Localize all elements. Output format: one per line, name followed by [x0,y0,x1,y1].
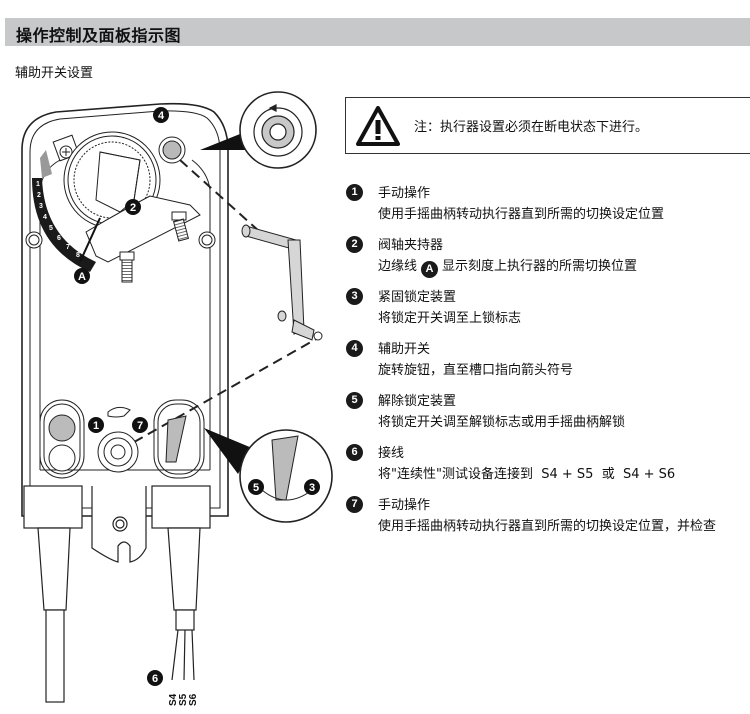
scale-mark: 6 [57,235,61,242]
wire-label-s5: S5 [178,693,189,706]
wire-labels: S4 S5 S6 [168,693,199,706]
item-title: 阀轴夹持器 [378,238,444,253]
list-item: 5 解除锁定装置 将锁定开关调至解锁标志或用手摇曲柄解锁 [346,390,750,442]
item-title: 手动操作 [378,186,431,201]
item-title: 解除锁定装置 [378,394,457,409]
item-number: 7 [346,496,363,513]
item-number: 2 [346,236,363,253]
clamp-bolt [119,211,190,283]
list-item: 1 手动操作 使用手摇曲柄转动执行器直到所需的切换设定位置 [346,182,750,234]
section-title-bar: 操作控制及面板指示图 [5,18,750,46]
callouts: 4 2 A 1 7 5 3 6 [74,107,320,686]
list-item: 4 辅助开关 旋转旋钮，直至槽口指向箭头符号 [346,338,750,390]
callout-2: 2 [130,202,136,214]
hand-crank [241,224,323,341]
scale-mark: 3 [39,203,43,210]
scale-mark: 5 [49,225,53,232]
lock-switch-zoom [239,429,333,523]
item-desc: 使用手摇曲柄转动执行器直到所需的切换设定位置，并检查 [378,519,717,534]
item-number: 6 [346,444,363,461]
manual-override-socket [97,431,139,473]
warning-text: 注：执行器设置必须在断电状态下进行。 [414,120,649,135]
aux-switch-zoom [239,91,317,169]
item-desc: 将"连续性"测试设备连接到 S4 + S5 或 S4 + S6 [378,467,676,482]
callout-7: 7 [137,420,143,432]
item-desc: 将锁定开关调至上锁标志 [378,311,522,326]
item-desc-post: 显示刻度上执行器的所需切换位置 [442,259,638,274]
item-title: 紧固锁定装置 [378,290,457,305]
item-number: 1 [346,184,363,201]
instruction-list: 1 手动操作 使用手摇曲柄转动执行器直到所需的切换设定位置 2 阀轴夹持器 边缘… [346,182,750,546]
aux-switch-knob [158,136,186,164]
actuator-base [23,485,211,563]
shaft-clamp [63,131,201,263]
item-title: 辅助开关 [378,342,431,357]
lower-panel [39,399,205,479]
scale-mark: 1 [36,181,40,188]
cable-left [37,527,71,703]
hand-icon [107,406,131,418]
callout-4: 4 [158,110,165,122]
scale-marks: 1 2 3 4 5 6 7 8 [36,181,80,259]
list-item: 6 接线 将"连续性"测试设备连接到 S4 + S5 或 S4 + S6 [346,442,750,494]
actuator-diagram: 1 2 3 4 5 6 7 8 [21,91,333,706]
mount-hole-left [25,231,43,249]
item-number: 5 [346,392,363,409]
callout-3: 3 [309,482,315,494]
wire-label-s6: S6 [188,693,199,706]
list-item: 3 紧固锁定装置 将锁定开关调至上锁标志 [346,286,750,338]
item-desc: 旋转旋钮，直至槽口指向箭头符号 [378,363,574,378]
scale-mark: 7 [66,244,70,251]
warning-triangle-icon [356,106,400,146]
callout-a: A [78,271,86,283]
scale-mark: 2 [37,192,41,199]
item-desc: 将锁定开关调至解锁标志或用手摇曲柄解锁 [378,415,626,430]
callout-6: 6 [152,673,158,685]
warning-note: 注：执行器设置必须在断电状态下进行。 [345,97,750,154]
section-subtitle: 辅助开关设置 [15,66,94,81]
item-title: 手动操作 [378,498,431,513]
item-desc-pre: 边缘线 [378,259,418,274]
marker-a: A [421,261,439,278]
wire-label-s4: S4 [168,693,179,706]
item-number: 4 [346,340,363,357]
left-lock-knob [48,414,76,472]
cable-right [167,527,201,681]
scale-mark: 4 [43,214,47,221]
callout-1: 1 [93,420,99,432]
scale-mark: 8 [76,252,80,259]
page-title: 操作控制及面板指示图 [16,26,182,45]
callout-5: 5 [253,482,259,494]
item-title: 接线 [378,446,405,461]
item-number: 3 [346,288,363,305]
list-item: 7 手动操作 使用手摇曲柄转动执行器直到所需的切换设定位置，并检查 [346,494,750,546]
mount-hole-right [198,231,216,249]
item-desc: 使用手摇曲柄转动执行器直到所需的切换设定位置 [378,207,665,222]
position-scale [32,178,96,272]
